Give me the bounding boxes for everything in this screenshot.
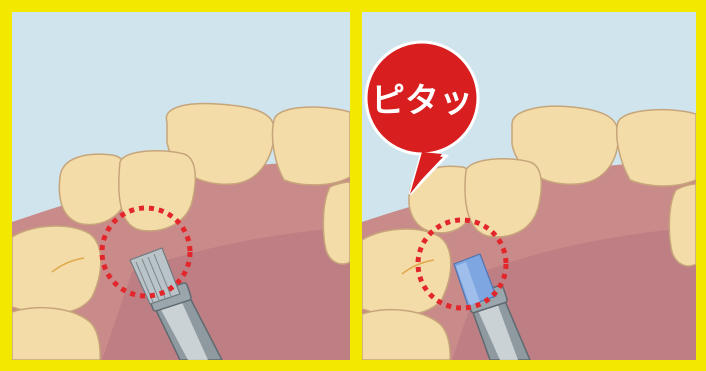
panel-before [12, 12, 350, 360]
panel-after: ピタッ [362, 12, 696, 360]
tooth [12, 226, 101, 314]
tooth [617, 110, 696, 186]
panel-before-scene [12, 12, 350, 360]
callout-text: ピタッ [371, 81, 473, 121]
panel-after-scene: ピタッ [362, 12, 696, 360]
tooth [669, 184, 696, 266]
tooth [272, 107, 350, 185]
tooth [59, 154, 127, 224]
tooth [323, 182, 350, 264]
